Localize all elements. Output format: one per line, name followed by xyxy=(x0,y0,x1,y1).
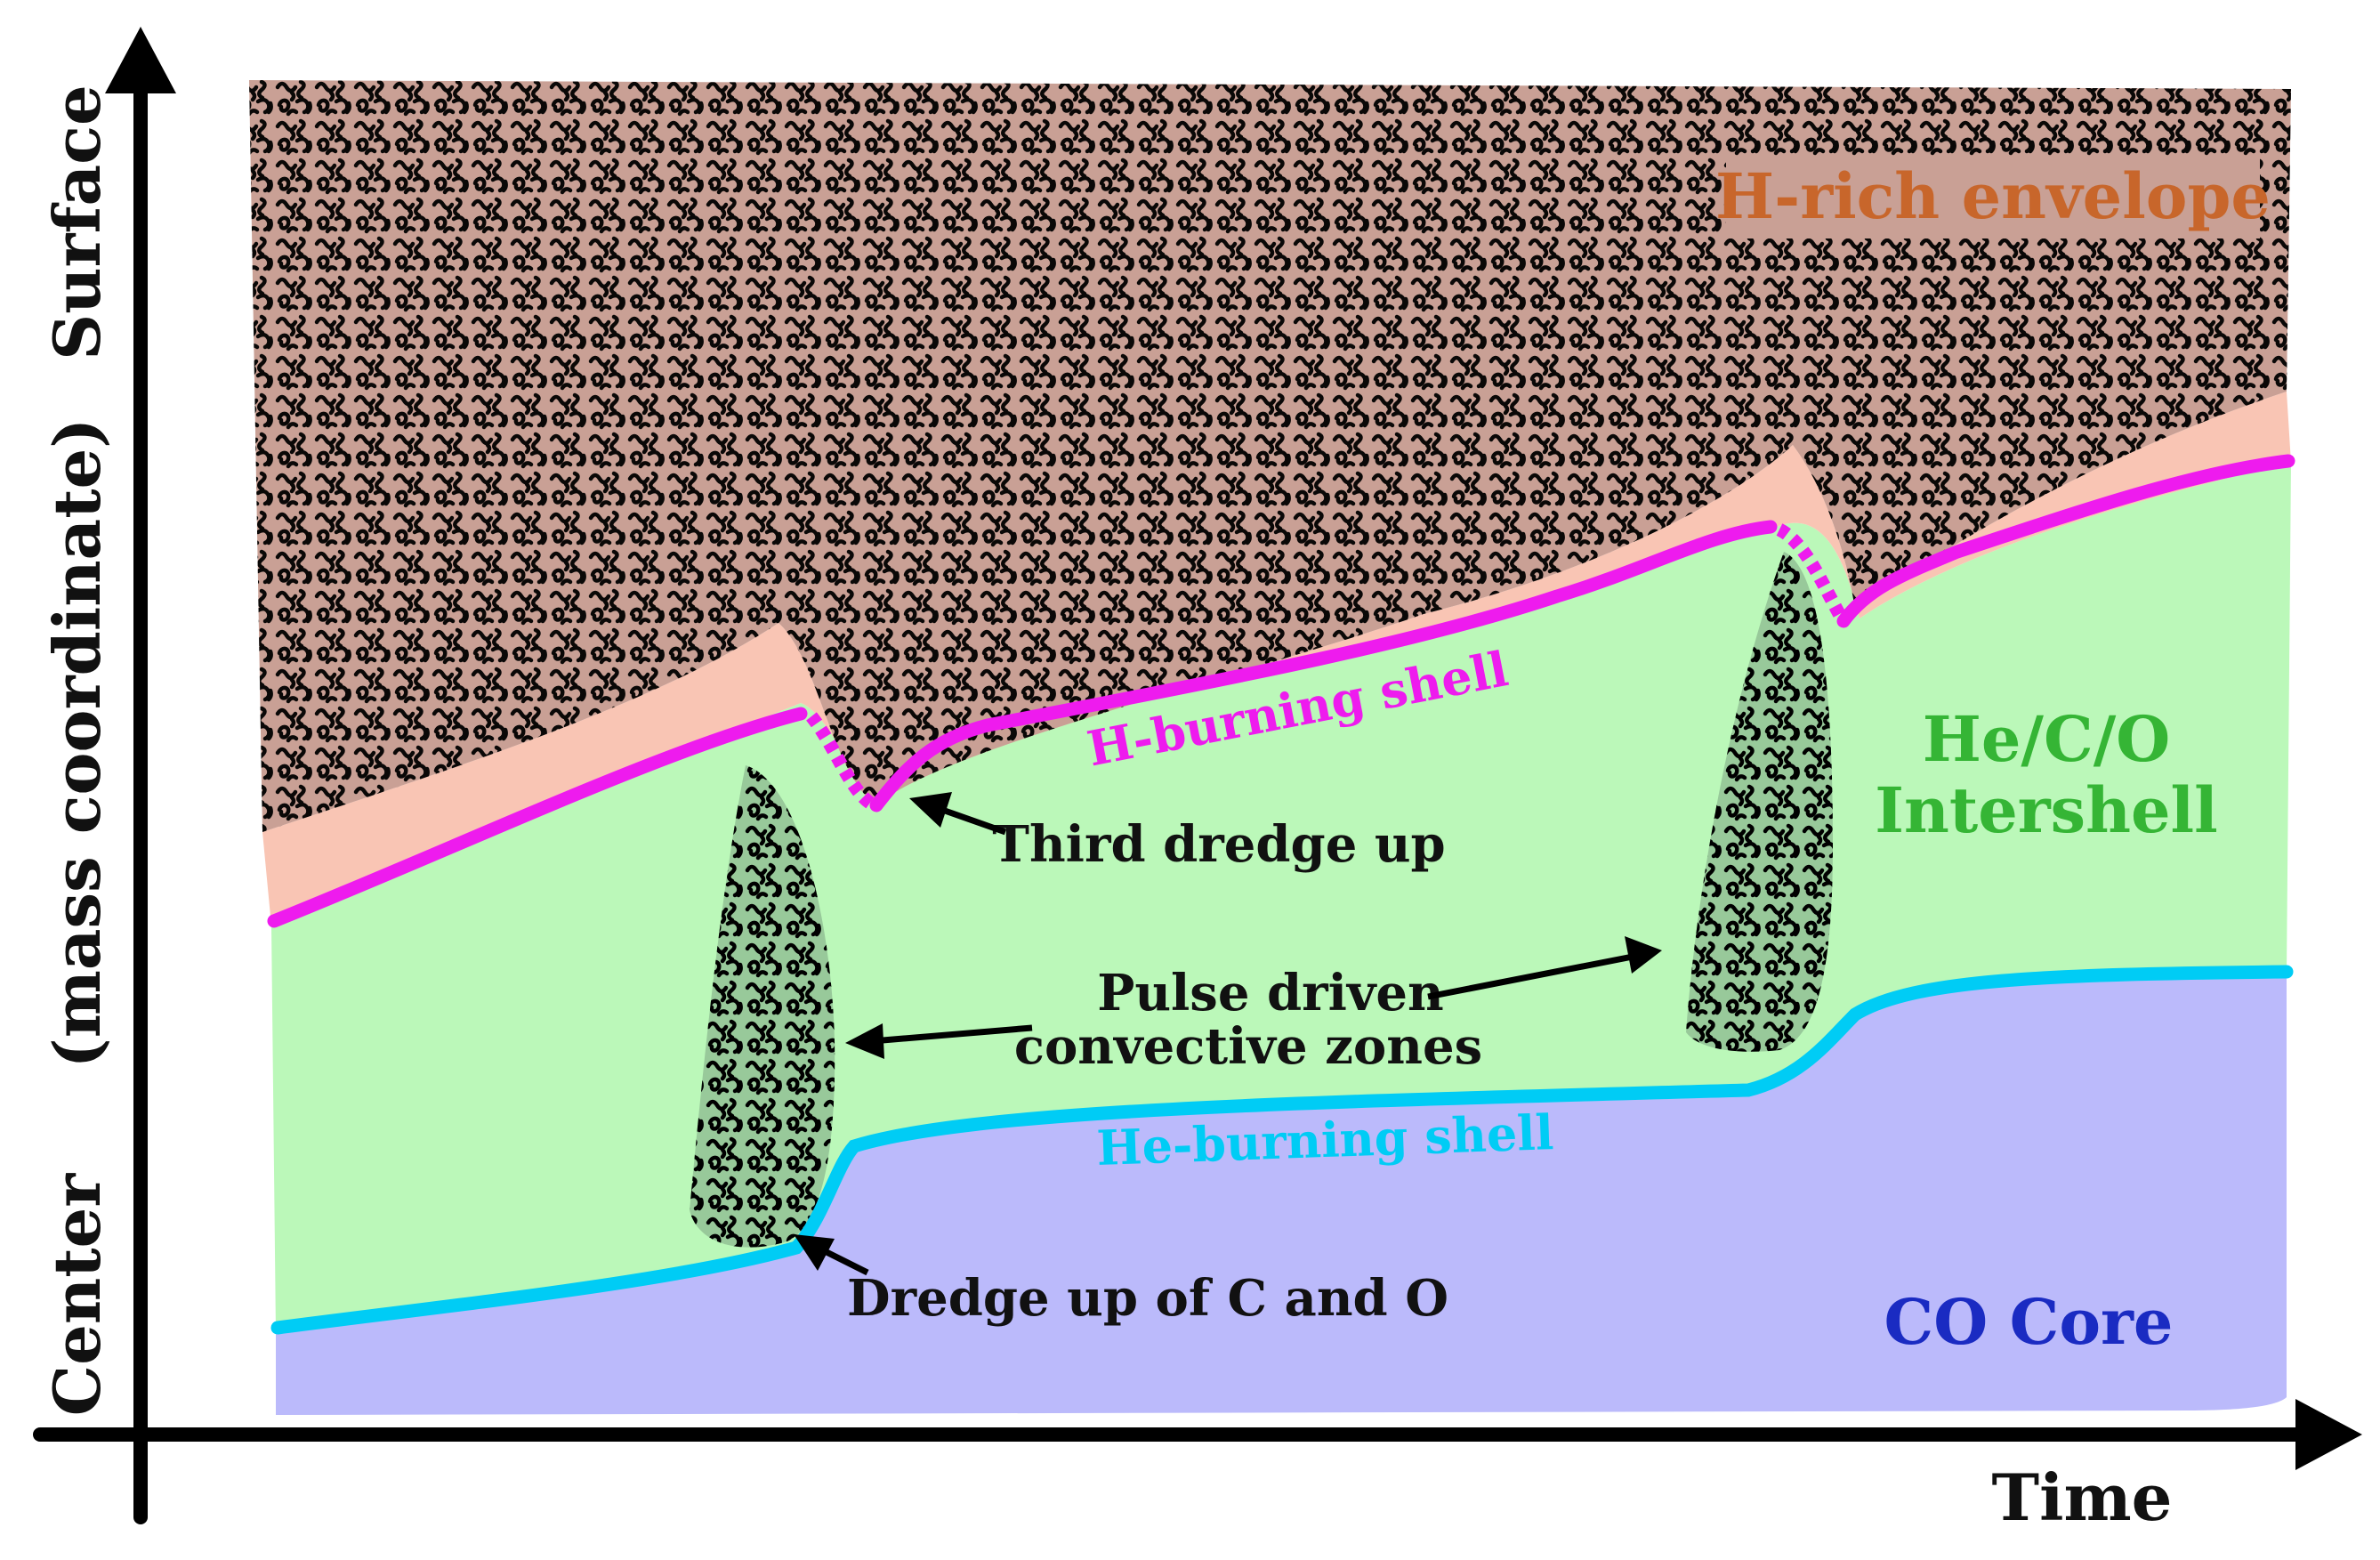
h-burning-shell-line-3 xyxy=(1836,454,2295,628)
y-axis-label-bottom: Center xyxy=(39,1173,115,1417)
third-dredge-up-label: Third dredge up xyxy=(992,815,1445,874)
pulse-zones-label-line1: Pulse driven xyxy=(1097,964,1444,1022)
h-rich-envelope-label: H-rich envelope xyxy=(1715,159,2271,233)
dredge-up-c-o-label: Dredge up of C and O xyxy=(847,1269,1448,1328)
h-burning-shell-dredge-segment xyxy=(806,712,878,812)
y-axis-label-middle: (mass coordinate) xyxy=(39,418,115,1069)
x-axis-arrowhead xyxy=(2295,1399,2362,1470)
h-burning-shell-dredge-segment-2 xyxy=(1776,523,1848,622)
pulse-zones-label-line2: convective zones xyxy=(1014,1017,1482,1076)
x-axis-label: Time xyxy=(1992,1459,2173,1535)
x-axis xyxy=(33,1399,2362,1470)
co-core-region xyxy=(276,974,2287,1415)
co-core-label: CO Core xyxy=(1884,1285,2174,1359)
y-axis-arrowhead xyxy=(105,27,176,93)
y-axis-label-top: Surface xyxy=(39,85,115,360)
envelope-label-background xyxy=(1726,157,2260,238)
intershell-label-line2: Intershell xyxy=(1875,773,2217,847)
pulse-zone-arrow-left xyxy=(845,1023,1033,1059)
h-burning-shell-line xyxy=(267,707,808,928)
intershell-label-line1: He/C/O xyxy=(1923,702,2171,776)
dredge-up-c-o-arrow xyxy=(794,1234,869,1276)
pulse-zone-arrow-right xyxy=(1427,936,1662,1000)
third-dredge-up-arrow xyxy=(909,792,1007,836)
h-burning-shell-line-2 xyxy=(869,520,1778,812)
envelope-convection-texture xyxy=(249,80,2291,832)
he-burning-shell-line xyxy=(270,965,2294,1335)
y-axis xyxy=(105,27,176,1524)
